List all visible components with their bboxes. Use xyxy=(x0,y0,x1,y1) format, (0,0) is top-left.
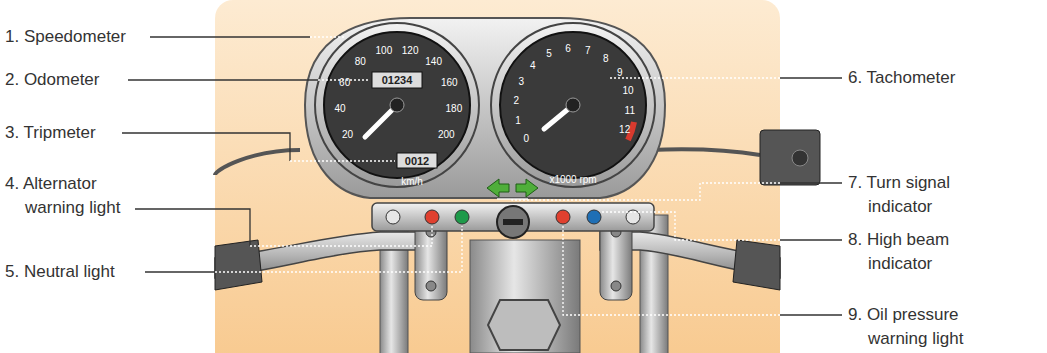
callout-label: 2. Odometer xyxy=(5,68,175,92)
speed-scale-number: 180 xyxy=(446,103,463,114)
speed-scale-number: 120 xyxy=(402,44,419,55)
rpm-scale-number: 1 xyxy=(515,114,521,125)
ignition-switch xyxy=(497,206,529,238)
callout-label: 9. Oil pressure warning light xyxy=(848,303,1018,351)
callout-label: 7. Turn signal indicator xyxy=(848,171,1018,219)
rpm-scale-number: 12 xyxy=(619,124,630,135)
background-panel xyxy=(215,0,780,353)
cable xyxy=(215,150,300,175)
callout-label: 8. High beam indicator xyxy=(848,228,1003,276)
leader-lines xyxy=(122,37,842,315)
rpm-scale-number: 6 xyxy=(565,43,571,54)
tachometer-face xyxy=(500,32,646,178)
blank-lamp xyxy=(386,210,400,224)
speed-scale-number: 80 xyxy=(355,56,366,67)
rpm-scale-number: 0 xyxy=(524,132,530,143)
blank-lamp xyxy=(626,210,640,224)
rpm-scale-number: 4 xyxy=(530,59,536,70)
cable xyxy=(650,149,760,155)
speedometer-bezel xyxy=(315,23,479,187)
speed-scale-number: 140 xyxy=(425,56,442,67)
rpm-unit: x1000 rpm xyxy=(549,174,596,185)
speed-unit: km/h xyxy=(401,176,423,187)
steering-stem xyxy=(470,240,580,353)
rpm-scale-number: 3 xyxy=(519,75,525,86)
callout-label: 5. Neutral light xyxy=(5,260,175,284)
callout-label: 1. Speedometer xyxy=(5,25,175,49)
neutral-lamp xyxy=(455,210,469,224)
switch-box xyxy=(760,130,820,185)
callout-label: 4. Alternator warning light xyxy=(5,172,153,220)
turn-arrow-right xyxy=(516,179,538,197)
rpm-scale-number: 11 xyxy=(625,104,635,115)
cluster-housing xyxy=(305,18,665,198)
grip-right xyxy=(733,240,780,290)
speed-scale-number: 40 xyxy=(335,103,346,114)
tripmeter-window xyxy=(397,153,437,168)
rpm-scale-number: 2 xyxy=(513,95,519,106)
speed-scale-number: 20 xyxy=(342,128,353,139)
rpm-scale-number: 10 xyxy=(622,85,633,96)
turn-arrow-left xyxy=(487,179,509,197)
stem-nut xyxy=(488,300,560,350)
speed-scale-number: 160 xyxy=(441,77,458,88)
high-beam-lamp xyxy=(587,210,601,224)
tripmeter-digits: 0012 xyxy=(405,155,429,167)
callout-label: 3. Tripmeter xyxy=(5,121,175,145)
speed-scale-number: 100 xyxy=(376,44,393,55)
speed-scale-number: 60 xyxy=(339,77,350,88)
odometer-window xyxy=(372,72,422,88)
speedometer-face xyxy=(324,32,470,178)
tachometer-bezel xyxy=(491,23,655,187)
speed-scale-number: 200 xyxy=(438,128,455,139)
odometer-digits: 01234 xyxy=(382,74,413,86)
grip-left xyxy=(215,240,262,290)
oil-lamp xyxy=(556,210,570,224)
rpm-scale-number: 5 xyxy=(546,48,552,59)
callout-label: 6. Tachometer xyxy=(848,66,1047,90)
rpm-scale-number: 9 xyxy=(617,67,623,78)
rpm-scale-number: 7 xyxy=(585,44,591,55)
rpm-scale-number: 8 xyxy=(603,53,609,64)
alternator-lamp xyxy=(425,210,439,224)
